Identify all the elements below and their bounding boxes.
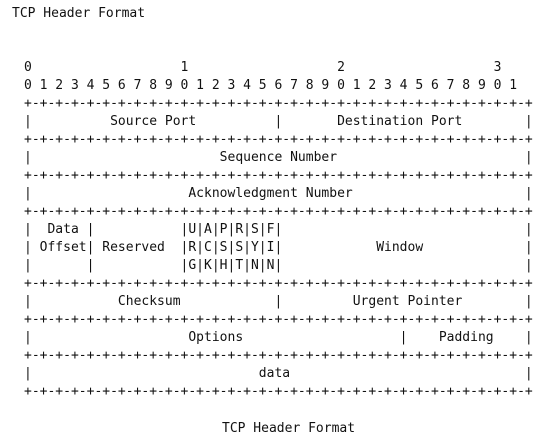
field-row: | Offset| Reserved |R|C|S|S|Y|I| Window … (24, 240, 533, 255)
field-separator-row: +-+-+-+-+-+-+-+-+-+-+-+-+-+-+-+-+-+-+-+-… (24, 204, 533, 219)
field-separator-row: +-+-+-+-+-+-+-+-+-+-+-+-+-+-+-+-+-+-+-+-… (24, 168, 533, 183)
field-row: | data | (24, 366, 533, 381)
field-row: | Sequence Number | (24, 150, 533, 165)
field-row: | Acknowledgment Number | (24, 186, 533, 201)
field-separator-row: +-+-+-+-+-+-+-+-+-+-+-+-+-+-+-+-+-+-+-+-… (24, 132, 533, 147)
field-row: | Source Port | Destination Port | (24, 114, 533, 129)
page-title: TCP Header Format (12, 6, 146, 21)
field-separator-row: +-+-+-+-+-+-+-+-+-+-+-+-+-+-+-+-+-+-+-+-… (24, 276, 533, 291)
bit-ruler-row: 0 1 2 3 (24, 60, 502, 75)
field-separator-row: +-+-+-+-+-+-+-+-+-+-+-+-+-+-+-+-+-+-+-+-… (24, 348, 533, 363)
field-row: | Checksum | Urgent Pointer | (24, 294, 533, 309)
figure-caption: TCP Header Format (222, 421, 356, 436)
field-row: | Options | Padding | (24, 330, 533, 345)
bit-ruler-row: 0 1 2 3 4 5 6 7 8 9 0 1 2 3 4 5 6 7 8 9 … (24, 78, 518, 93)
field-separator-row: +-+-+-+-+-+-+-+-+-+-+-+-+-+-+-+-+-+-+-+-… (24, 96, 533, 111)
field-separator-row: +-+-+-+-+-+-+-+-+-+-+-+-+-+-+-+-+-+-+-+-… (24, 384, 533, 399)
field-row: | Data | |U|A|P|R|S|F| | (24, 222, 533, 237)
field-row: | | |G|K|H|T|N|N| | (24, 258, 533, 273)
tcp-header-diagram: 0 1 2 3 0 1 2 3 4 5 6 7 8 9 0 1 2 3 4 5 6… (24, 59, 533, 401)
field-separator-row: +-+-+-+-+-+-+-+-+-+-+-+-+-+-+-+-+-+-+-+-… (24, 312, 533, 327)
